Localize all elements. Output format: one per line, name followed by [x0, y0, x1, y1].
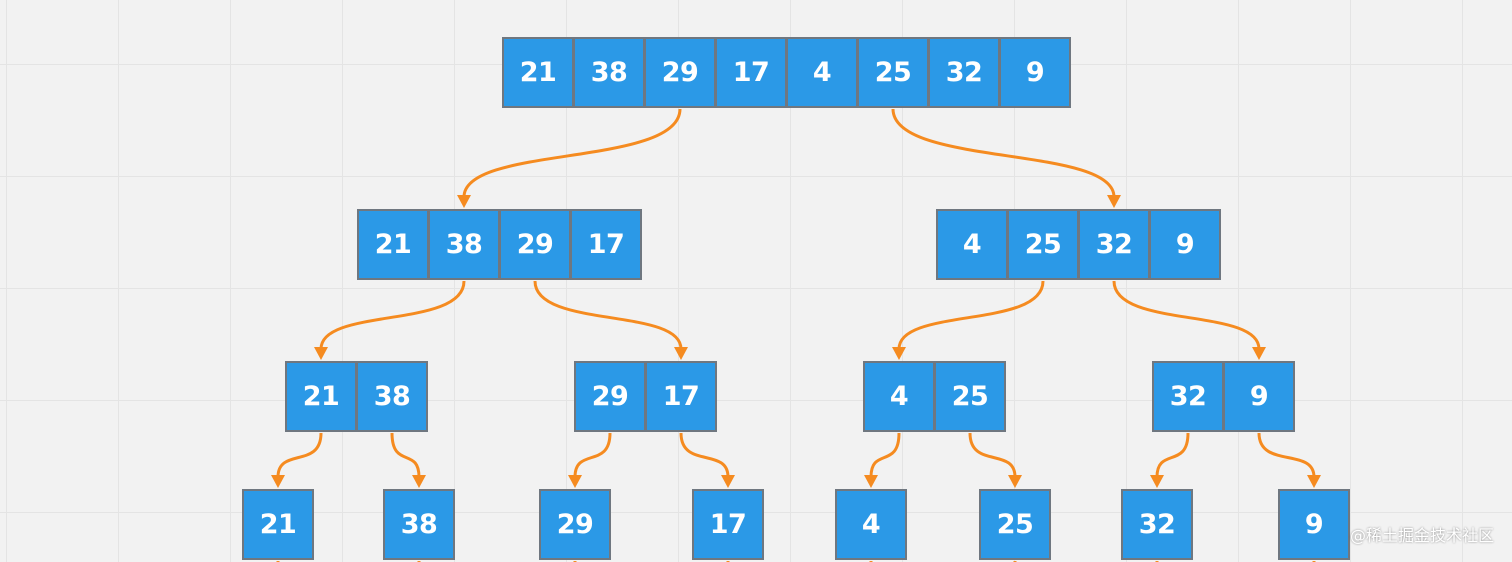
array-cell: 4: [786, 37, 858, 108]
watermark: @稀土掘金技术社区: [1349, 526, 1494, 545]
array-cell: 17: [715, 37, 787, 108]
array-cell: 9: [1149, 209, 1221, 280]
array-node-l3-n7: 9: [1278, 489, 1350, 560]
arrow-left-l1-n1: [897, 280, 1045, 350]
array-cell: 29: [574, 361, 646, 432]
arrow-head: [1150, 475, 1164, 488]
arrow-right-l2-n1: [679, 432, 730, 478]
array-cell: 21: [285, 361, 357, 432]
array-cell: 17: [570, 209, 642, 280]
array-node-l3-n1: 38: [383, 489, 455, 560]
array-cell: 32: [1152, 361, 1224, 432]
array-cell: 38: [383, 489, 455, 560]
array-node-l3-n0: 21: [242, 489, 314, 560]
arrow-left-l2-n0: [276, 432, 323, 478]
array-cell: 9: [999, 37, 1071, 108]
array-cell: 25: [857, 37, 929, 108]
arrow-head: [1107, 195, 1121, 208]
array-cell: 25: [934, 361, 1006, 432]
array-cell: 17: [645, 361, 717, 432]
arrow-left-l2-n3: [1155, 432, 1190, 478]
array-cell: 21: [502, 37, 574, 108]
arrow-left-l0-n0: [462, 108, 682, 198]
array-cell: 32: [928, 37, 1000, 108]
arrow-head: [314, 347, 328, 360]
arrow-head: [674, 347, 688, 360]
array-cell: 4: [863, 361, 935, 432]
array-cell: 38: [356, 361, 428, 432]
array-cell: 9: [1223, 361, 1295, 432]
array-node-l3-n5: 25: [979, 489, 1051, 560]
arrow-right-l1-n0: [533, 280, 683, 350]
array-cell: 32: [1078, 209, 1150, 280]
array-cell: 9: [1278, 489, 1350, 560]
arrow-head: [892, 347, 906, 360]
array-cell: 25: [979, 489, 1051, 560]
array-cell: 25: [1007, 209, 1079, 280]
array-cell: 17: [692, 489, 764, 560]
array-node-l3-n6: 32: [1121, 489, 1193, 560]
arrow-head: [568, 475, 582, 488]
arrow-head: [1307, 475, 1321, 488]
arrow-right-l0-n0: [891, 108, 1116, 198]
arrow-right-l2-n2: [968, 432, 1017, 478]
array-cell: 4: [936, 209, 1008, 280]
arrow-left-l2-n2: [869, 432, 901, 478]
array-node-l3-n3: 17: [692, 489, 764, 560]
arrow-head: [457, 195, 471, 208]
array-cell: 21: [357, 209, 429, 280]
array-cell: 29: [644, 37, 716, 108]
array-cell: 29: [539, 489, 611, 560]
arrow-head: [721, 475, 735, 488]
array-cell: 38: [573, 37, 645, 108]
arrow-head: [1008, 475, 1022, 488]
arrow-head: [412, 475, 426, 488]
arrow-head: [864, 475, 878, 488]
arrow-head: [271, 475, 285, 488]
array-cell: 21: [242, 489, 314, 560]
arrow-right-l2-n3: [1257, 432, 1316, 478]
arrow-right-l2-n0: [390, 432, 421, 478]
array-node-l3-n2: 29: [539, 489, 611, 560]
arrow-right-l1-n1: [1112, 280, 1261, 350]
array-cell: 4: [835, 489, 907, 560]
arrow-head: [1252, 347, 1266, 360]
arrow-left-l1-n0: [319, 280, 466, 350]
array-cell: 32: [1121, 489, 1193, 560]
arrow-left-l2-n1: [573, 432, 612, 478]
array-cell: 29: [499, 209, 571, 280]
array-node-l3-n4: 4: [835, 489, 907, 560]
array-cell: 38: [428, 209, 500, 280]
